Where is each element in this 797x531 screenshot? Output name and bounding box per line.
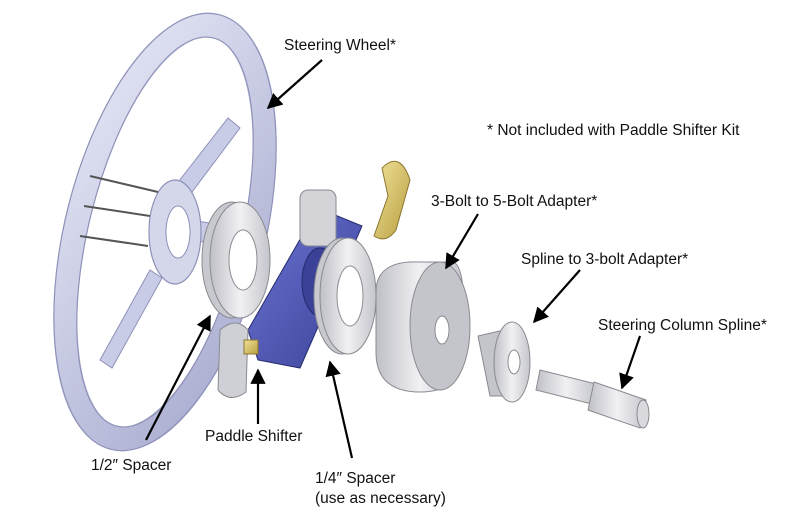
- label-half-inch-spacer: 1/2″ Spacer: [91, 457, 171, 474]
- three-to-five-bolt-adapter-part: [375, 261, 471, 393]
- steering-column-spline-part: [535, 369, 650, 429]
- arrow-steering-wheel: [266, 59, 323, 110]
- label-steering-wheel: Steering Wheel*: [284, 37, 396, 54]
- arrow-quarter-spacer: [325, 360, 354, 459]
- label-3-to-5-bolt-adapter: 3-Bolt to 5-Bolt Adapter*: [431, 193, 597, 210]
- arrow-spline-adapter: [532, 269, 581, 324]
- label-spline-adapter: Spline to 3-bolt Adapter*: [521, 251, 688, 268]
- label-quarter-inch-spacer-note: (use as necessary): [315, 490, 446, 507]
- quarter-inch-spacer-part: [313, 237, 377, 355]
- label-quarter-inch-spacer: 1/4″ Spacer: [315, 470, 395, 487]
- half-inch-spacer-part: [201, 201, 271, 319]
- arrow-half-spacer: [145, 314, 211, 441]
- label-steering-column-spline: Steering Column Spline*: [598, 317, 767, 334]
- arrow-column-spline: [619, 335, 642, 390]
- label-paddle-shifter: Paddle Shifter: [205, 428, 302, 445]
- arrow-3-5-adapter: [445, 213, 479, 270]
- label-not-included-note: * Not included with Paddle Shifter Kit: [487, 122, 740, 139]
- spline-to-three-bolt-adapter-part: [477, 321, 531, 403]
